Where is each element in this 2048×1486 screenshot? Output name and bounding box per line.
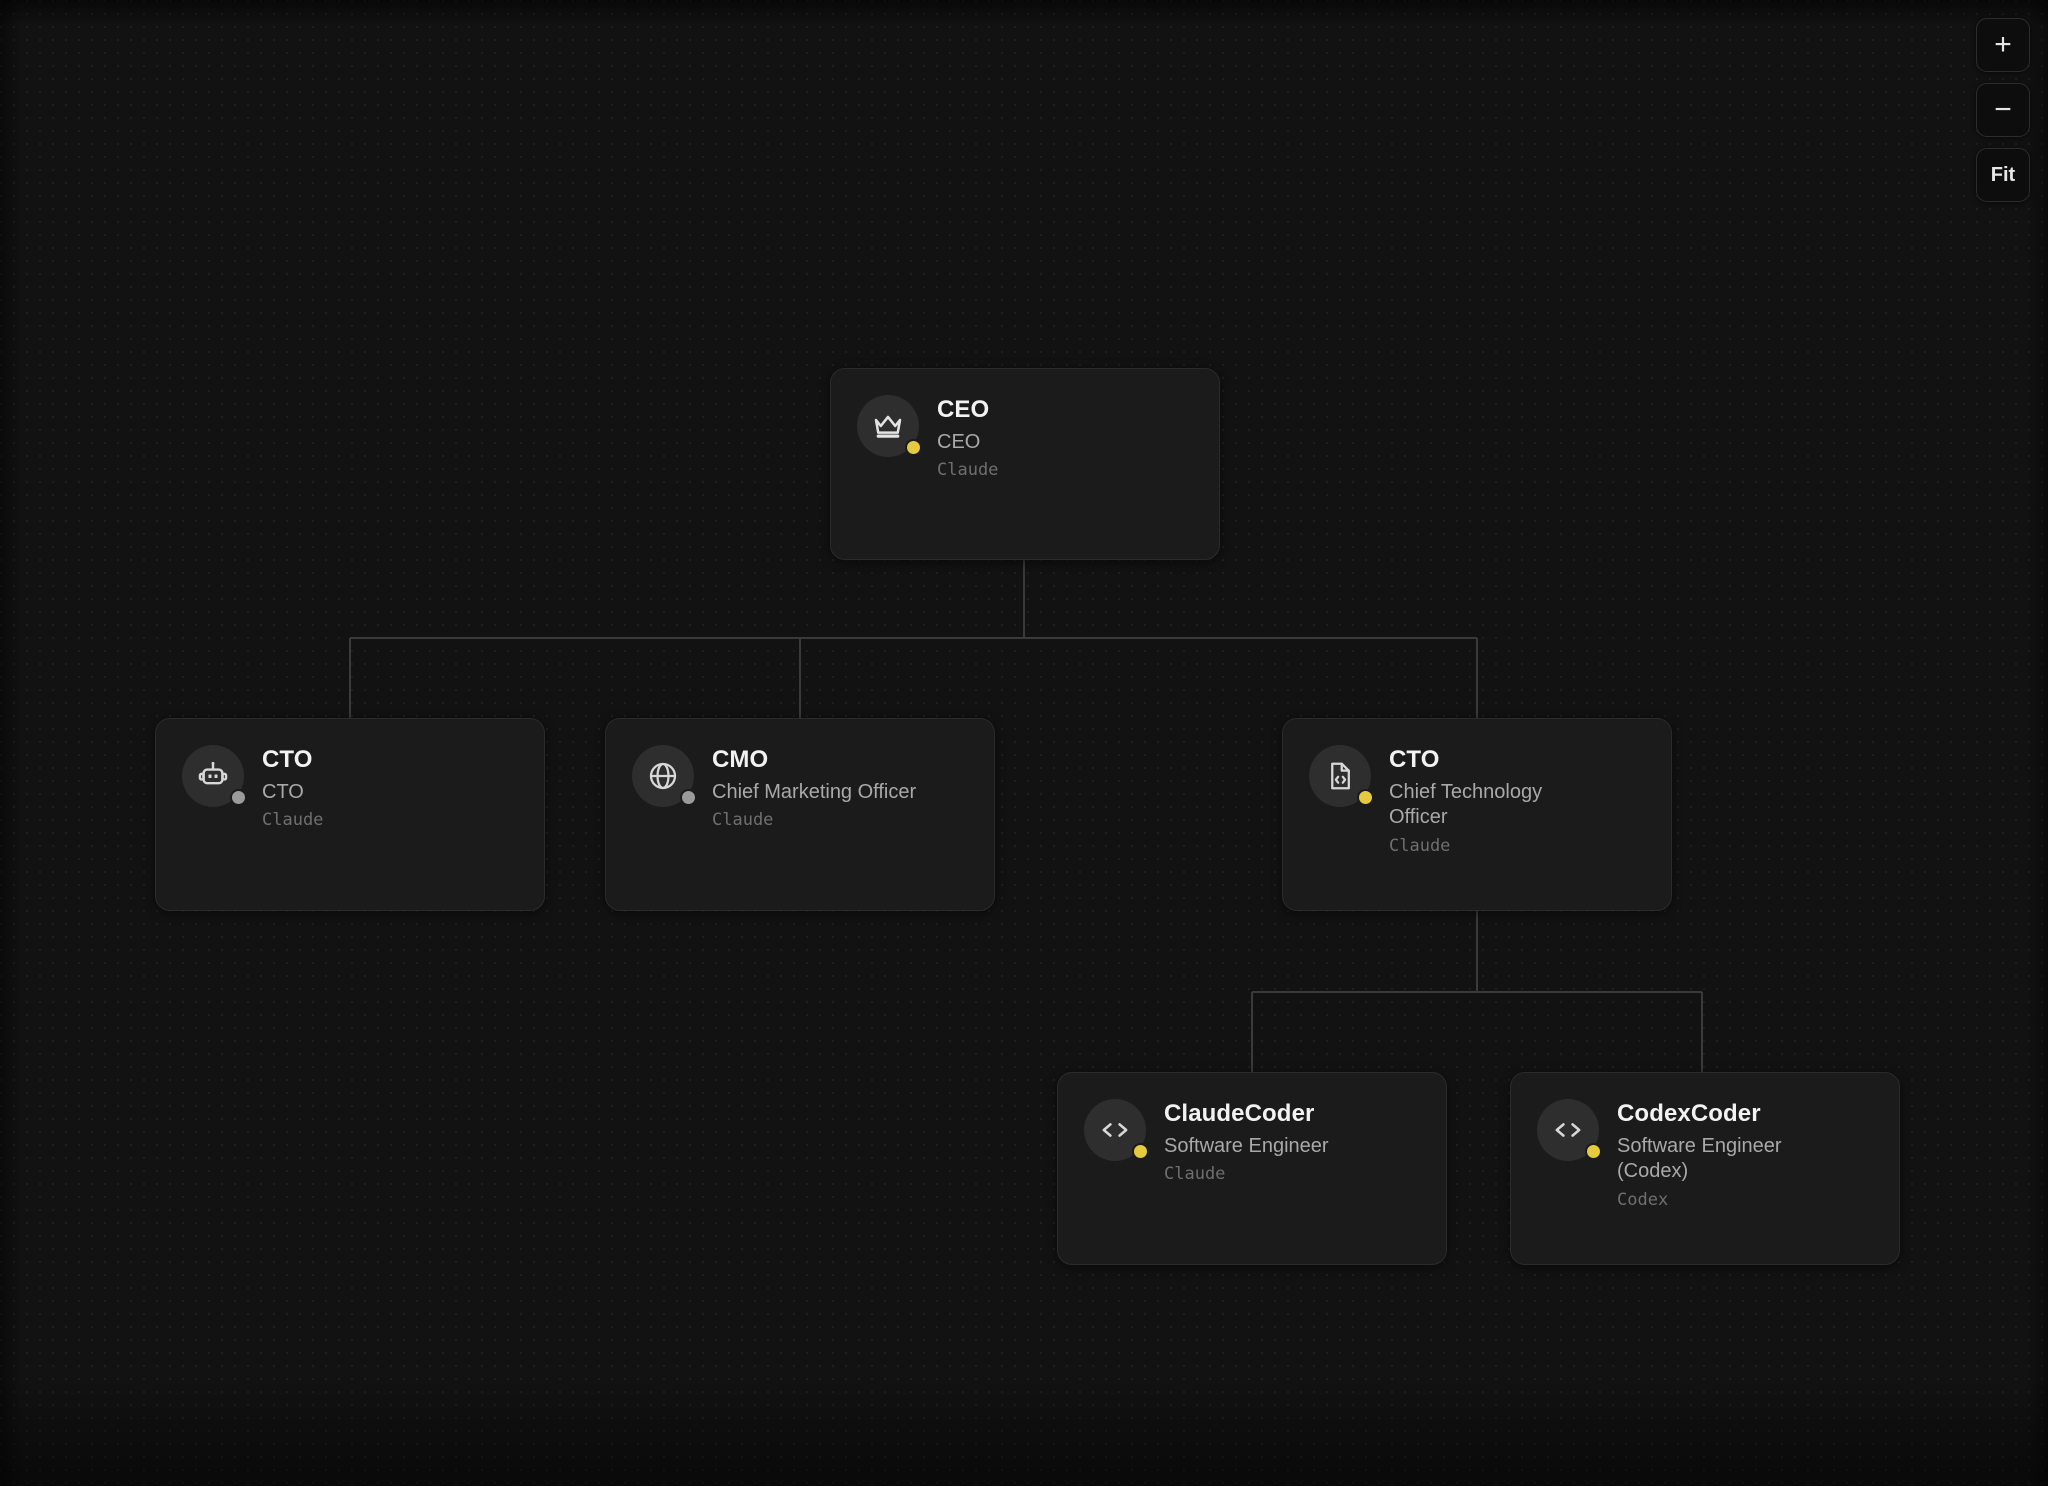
status-dot xyxy=(230,789,247,806)
node-name: CEO xyxy=(937,396,990,423)
avatar xyxy=(857,395,922,457)
node-role: CEO xyxy=(937,430,981,453)
node-model: Claude xyxy=(1389,836,1451,857)
zoom-fit-button[interactable]: Fit xyxy=(1976,148,2030,202)
avatar xyxy=(1309,745,1374,807)
node-name: ClaudeCoder xyxy=(1164,1100,1315,1127)
status-dot xyxy=(1132,1143,1149,1160)
zoom-controls: + − Fit xyxy=(1976,18,2030,202)
node-model: Claude xyxy=(1164,1164,1226,1185)
org-node-cto-tech[interactable]: CTO Chief Technology Officer Claude xyxy=(1282,718,1672,911)
org-node-cto-bot[interactable]: CTO CTO Claude xyxy=(155,718,545,911)
node-role: Software Engineer xyxy=(1164,1134,1329,1157)
node-model: Claude xyxy=(712,810,774,831)
node-name: CodexCoder xyxy=(1617,1100,1761,1127)
avatar xyxy=(1537,1099,1602,1161)
node-role: Chief Marketing Officer xyxy=(712,780,917,803)
node-role: Software Engineer (Codex) xyxy=(1617,1134,1782,1183)
node-model: Codex xyxy=(1617,1190,1669,1211)
node-model: Claude xyxy=(262,810,324,831)
avatar xyxy=(632,745,697,807)
org-node-ceo[interactable]: CEO CEO Claude xyxy=(830,368,1220,560)
status-dot xyxy=(905,439,922,456)
node-name: CMO xyxy=(712,746,769,773)
node-role: CTO xyxy=(262,780,304,803)
avatar xyxy=(1084,1099,1149,1161)
node-model: Claude xyxy=(937,460,999,481)
zoom-in-button[interactable]: + xyxy=(1976,18,2030,72)
org-node-claude-coder[interactable]: ClaudeCoder Software Engineer Claude xyxy=(1057,1072,1447,1265)
org-node-codex-coder[interactable]: CodexCoder Software Engineer (Codex) Cod… xyxy=(1510,1072,1900,1265)
org-node-cmo[interactable]: CMO Chief Marketing Officer Claude xyxy=(605,718,995,911)
node-role: Chief Technology Officer xyxy=(1389,780,1543,829)
status-dot xyxy=(680,789,697,806)
zoom-out-button[interactable]: − xyxy=(1976,83,2030,137)
avatar xyxy=(182,745,247,807)
status-dot xyxy=(1357,789,1374,806)
status-dot xyxy=(1585,1143,1602,1160)
node-name: CTO xyxy=(1389,746,1440,773)
node-name: CTO xyxy=(262,746,313,773)
